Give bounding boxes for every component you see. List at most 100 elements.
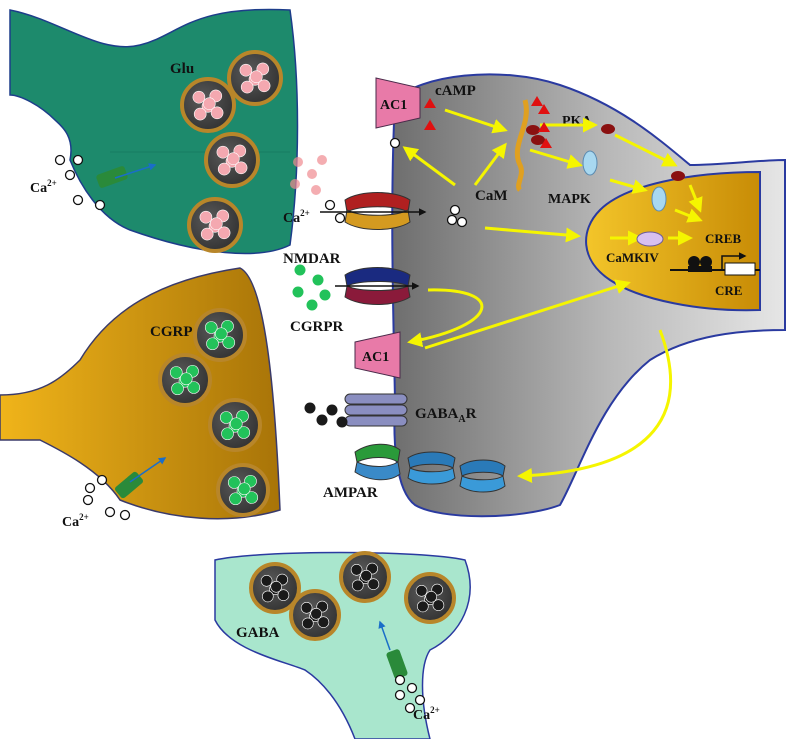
glutamate-vesicle-icon — [187, 197, 243, 253]
calcium-ion-icon — [104, 506, 116, 518]
calcium-ion-icon — [84, 482, 96, 494]
calcium-ion-icon — [334, 212, 346, 224]
adenylyl-cyclase-icon: AC1 — [375, 77, 421, 129]
calcium-ion-icon — [406, 682, 418, 694]
label-ca-gaba: Ca2+ — [413, 705, 440, 723]
glutamate-vesicle-group — [180, 50, 283, 253]
calcium-ion-icon — [72, 194, 84, 206]
gaba-vesicle-icon — [339, 551, 391, 603]
label-nmdar: NMDAR — [283, 251, 341, 267]
glutamate-vesicle-icon — [204, 132, 260, 188]
calcium-ion-icon — [72, 154, 84, 166]
nucleus — [585, 170, 761, 312]
label-cgrp: CGRP — [150, 324, 193, 340]
adenylyl-cyclase-icon: AC1 — [354, 331, 401, 379]
calcium-ion-icon — [324, 199, 336, 211]
ampa-receptor-icon — [459, 459, 506, 493]
glutamate-molecule — [307, 169, 317, 179]
signaling-arrows — [402, 108, 703, 483]
gaba-a-receptor-icon — [344, 393, 408, 427]
calcium-channel-icon — [96, 163, 157, 188]
gaba-vesicle-icon — [249, 562, 301, 614]
camkiv-icon — [636, 231, 664, 247]
glutamate-vesicle-icon — [227, 50, 283, 106]
label-ampar: AMPAR — [323, 485, 378, 501]
calcium-ion-icon — [414, 694, 426, 706]
label-cgrpr: CGRPR — [290, 319, 343, 335]
label-cam: CaM — [475, 188, 508, 204]
calcium-ion-icon — [394, 674, 406, 686]
glutamate-molecule — [311, 185, 321, 195]
calcium-ion-icon — [404, 702, 416, 714]
label-cre: CRE — [715, 283, 742, 298]
ca-sup: 2+ — [47, 178, 57, 188]
gabaar-tail: R — [466, 406, 477, 422]
label-camp: cAMP — [435, 83, 476, 99]
label-creb: CREB — [705, 231, 741, 246]
cgrp-molecule — [319, 289, 331, 301]
calcium-ion-icon — [94, 199, 106, 211]
ca-main: Ca — [413, 708, 430, 723]
nmda-receptor-icon — [320, 192, 427, 230]
label-ca-nmdar: Ca2+ — [283, 208, 310, 226]
glutamate-vesicle-icon — [180, 77, 236, 133]
calcium-ion-icon — [449, 204, 461, 216]
glutamate-molecule — [317, 155, 327, 165]
cgrp-molecule — [292, 286, 304, 298]
ca-sup: 2+ — [79, 512, 89, 522]
gaba-molecule — [326, 404, 338, 416]
calcium-channel-icon — [115, 457, 167, 499]
ca-main: Ca — [283, 211, 300, 226]
calcium-ion-icon — [446, 214, 458, 226]
gaba-vesicle-icon — [289, 589, 341, 641]
mapk-icon — [582, 150, 667, 212]
cgrp-molecule — [306, 299, 318, 311]
cgrp-receptor-icon — [335, 267, 420, 305]
label-ac1-bottom: AC1 — [362, 350, 389, 365]
glu-terminal — [9, 8, 299, 255]
label-ac1-top: AC1 — [380, 98, 407, 113]
label-pka: PKA — [562, 114, 592, 129]
cgrp-vesicle-icon — [208, 398, 262, 452]
ampa-receptor-icon — [407, 451, 456, 485]
calcium-ion-icon — [394, 689, 406, 701]
gene-promoter-icon — [670, 252, 760, 276]
calcium-ion-icon — [119, 509, 131, 521]
ca-sup: 2+ — [430, 705, 440, 715]
cgrp-vesicle-icon — [193, 308, 247, 362]
free-transmitter-group — [54, 137, 468, 714]
calcium-ion-icon — [64, 169, 76, 181]
label-mapk: MAPK — [548, 192, 591, 207]
cgrp-vesicle-icon — [216, 463, 270, 517]
ca-main: Ca — [62, 515, 79, 530]
pka-icon — [514, 99, 685, 192]
calcium-ion-icon — [96, 474, 108, 486]
ca-sup: 2+ — [300, 208, 310, 218]
calcium-ion-icon — [456, 216, 468, 228]
gaba-vesicle-icon — [404, 572, 456, 624]
gaba-molecule — [316, 414, 328, 426]
label-glu: Glu — [170, 61, 194, 77]
cgrp-vesicle-group — [158, 308, 270, 517]
cgrp-molecule — [294, 264, 306, 276]
label-ca-glu: Ca2+ — [30, 178, 57, 196]
ampa-receptor-icon — [354, 443, 401, 481]
gaba-molecule — [304, 402, 316, 414]
calcium-ion-icon — [389, 137, 401, 149]
calcium-channel-icon — [378, 620, 408, 679]
calcium-ion-icon — [54, 154, 66, 166]
cgrp-vesicle-icon — [158, 353, 212, 407]
gaba-molecule — [336, 416, 348, 428]
gaba-vesicle-group — [249, 551, 456, 641]
cgrp-molecule — [312, 274, 324, 286]
glutamate-molecule — [290, 179, 300, 189]
gabaar-main: GABA — [415, 406, 459, 422]
gabaar-sub: A — [458, 414, 466, 425]
ca-main: Ca — [30, 181, 47, 196]
label-gaba: GABA — [236, 625, 280, 641]
glutamate-molecule — [293, 157, 303, 167]
camp-icon — [424, 96, 552, 148]
calcium-ion-icon — [82, 494, 94, 506]
